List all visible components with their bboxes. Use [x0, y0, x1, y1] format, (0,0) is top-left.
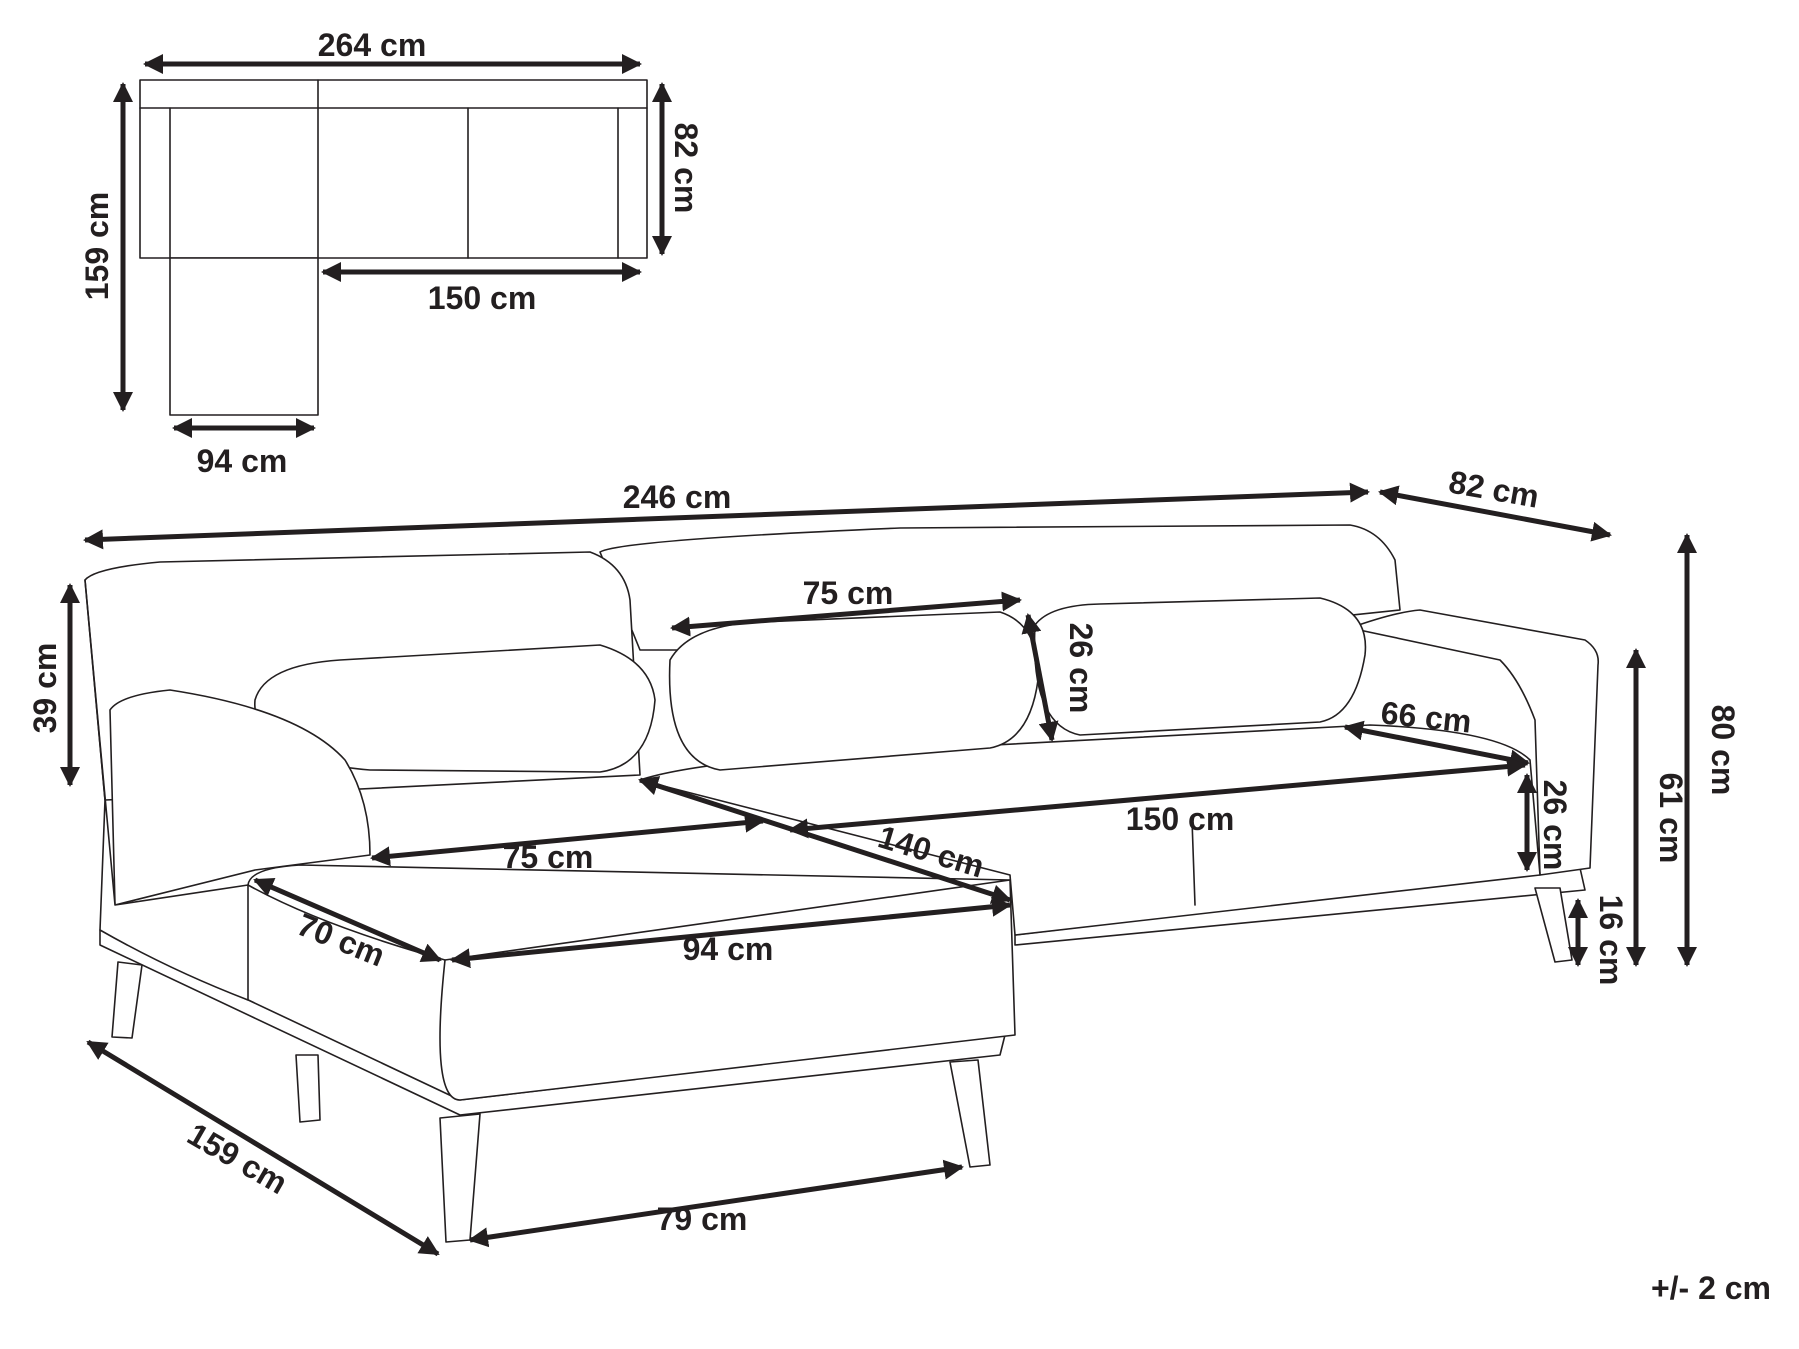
- label-159-top: 159 cm: [79, 192, 115, 301]
- dim-line-150-seat: [788, 756, 1527, 839]
- label-79: 79 cm: [657, 1201, 748, 1237]
- label-26-cushion: 26 cm: [1063, 623, 1099, 714]
- tolerance-note: +/- 2 cm: [1650, 1270, 1771, 1306]
- dimension-lines: [60, 54, 1697, 1257]
- label-246: 246 cm: [623, 479, 732, 515]
- dim-line-70: [253, 877, 442, 963]
- label-94: 94 cm: [683, 931, 774, 967]
- dim-line-94: [450, 896, 1012, 969]
- label-75-chaise: 75 cm: [503, 839, 594, 875]
- dim-line-246: [83, 482, 1370, 550]
- dim-line-140: [638, 776, 1012, 904]
- label-82-top: 82 cm: [668, 123, 704, 214]
- label-26-seat: 26 cm: [1537, 780, 1573, 871]
- label-150-top: 150 cm: [428, 280, 537, 316]
- label-75-cushion: 75 cm: [803, 575, 894, 611]
- dim-line-82: [1378, 485, 1612, 542]
- label-80: 80 cm: [1705, 705, 1741, 796]
- label-39: 39 cm: [27, 643, 63, 734]
- label-264: 264 cm: [318, 27, 427, 63]
- sofa-perspective-outline: [84, 524, 1600, 1243]
- dim-line-75-cushion: [670, 591, 1022, 637]
- top-view-outline: [139, 79, 648, 416]
- label-61: 61 cm: [1653, 773, 1689, 864]
- dim-line-159: [86, 1039, 440, 1257]
- label-94-top: 94 cm: [197, 443, 288, 479]
- label-150-seat: 150 cm: [1126, 801, 1235, 837]
- label-16: 16 cm: [1593, 895, 1629, 986]
- dim-line-79: [468, 1159, 964, 1248]
- dim-line-26-cushion: [1021, 613, 1059, 742]
